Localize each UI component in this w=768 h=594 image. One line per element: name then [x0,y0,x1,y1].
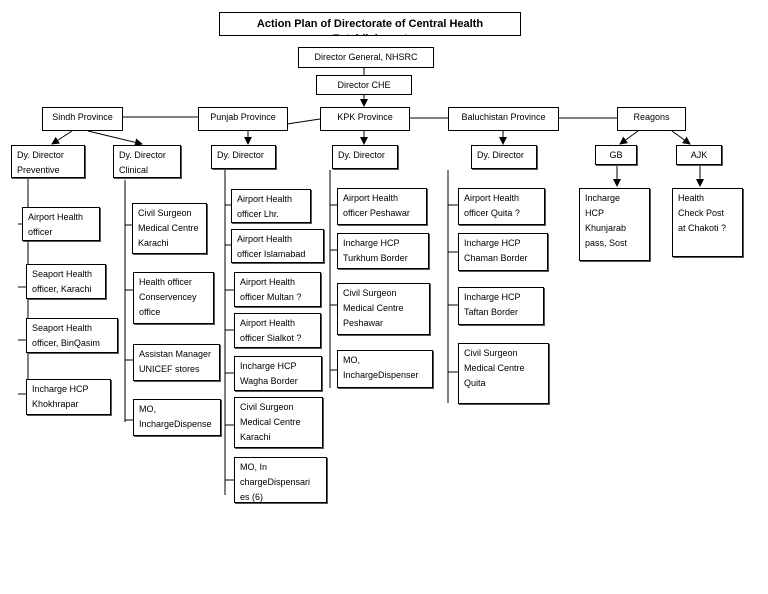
province-punjab: Punjab Province [198,107,288,131]
dy-director-clinical: Dy. Director Clinical [113,145,181,178]
unit-hcp-khokhrapar: Incharge HCP Khokhrapar [26,379,111,415]
connector-punjab-kpk [286,118,321,125]
dy-director-kpk: Dy. Director [332,145,398,169]
unit-airport-health-officer: Airport Health officer [22,207,100,241]
unit-civil-surgeon-peshawar: Civil Surgeon Medical Centre Peshawar [337,283,430,335]
connector-reagons-gb [619,130,639,145]
unit-unicef-stores: Assistan Manager UNICEF stores [133,344,220,381]
unit-civil-surgeon-karachi: Civil Surgeon Medical Centre Karachi [132,203,207,254]
unit-civil-surgeon-punjab: Civil Surgeon Medical Centre Karachi [234,397,323,448]
unit-civil-surgeon-quita: Civil Surgeon Medical Centre Quita [458,343,549,404]
director-che-box: Director CHE [316,75,412,95]
unit-airport-lhr: Airport Health officer Lhr. [231,189,311,223]
unit-health-officer-conservencey: Health officer Conservencey office [133,272,214,324]
connector-reagons-ajk [671,130,691,145]
region-reagons: Reagons [617,107,686,131]
unit-airport-islamabad: Airport Health officer Islamabad [231,229,324,263]
unit-airport-quita: Airport Health officer Quita ? [458,188,545,225]
region-ajk: AJK [676,145,722,165]
unit-hcp-khunjarab: Incharge HCP Khunjarab pass, Sost [579,188,650,261]
dy-director-baluchistan: Dy. Director [471,145,537,169]
connector-sindh-dy-clinical [87,130,143,147]
chart-title: Action Plan of Directorate of Central He… [219,12,521,36]
unit-mo-incharge-dispense-sindh: MO, InchargeDispense [133,399,221,436]
province-kpk: KPK Province [320,107,410,131]
unit-hcp-turkhum: Incharge HCP Turkhum Border [337,233,429,269]
unit-hcp-wagha: Incharge HCP Wagha Border [234,356,322,391]
unit-seaport-karachi: Seaport Health officer, Karachi [26,264,106,299]
unit-check-post-chakoti: Health Check Post at Chakoti ? [672,188,743,257]
unit-seaport-binqasim: Seaport Health officer, BinQasim [26,318,118,353]
director-general-box: Director General, NHSRC [298,47,434,68]
dy-director-punjab: Dy. Director [211,145,276,169]
unit-mo-dispensaries-punjab: MO, In chargeDispensari es (6) [234,457,327,503]
unit-airport-sialkot: Airport Health officer Sialkot ? [234,313,321,348]
unit-airport-multan: Airport Health officer Multan ? [234,272,321,307]
unit-mo-incharge-dispenser-kpk: MO, InchargeDispenser [337,350,433,388]
unit-hcp-taftan: Incharge HCP Taftan Border [458,287,544,325]
unit-hcp-chaman: Incharge HCP Chaman Border [458,233,548,271]
province-sindh: Sindh Province [42,107,123,131]
unit-airport-peshawar: Airport Health officer Peshawar [337,188,427,225]
province-baluchistan: Baluchistan Province [448,107,559,131]
region-gb: GB [595,145,637,165]
dy-director-preventive: Dy. Director Preventive [11,145,85,178]
connector-sindh-dy-preventive [51,130,73,145]
